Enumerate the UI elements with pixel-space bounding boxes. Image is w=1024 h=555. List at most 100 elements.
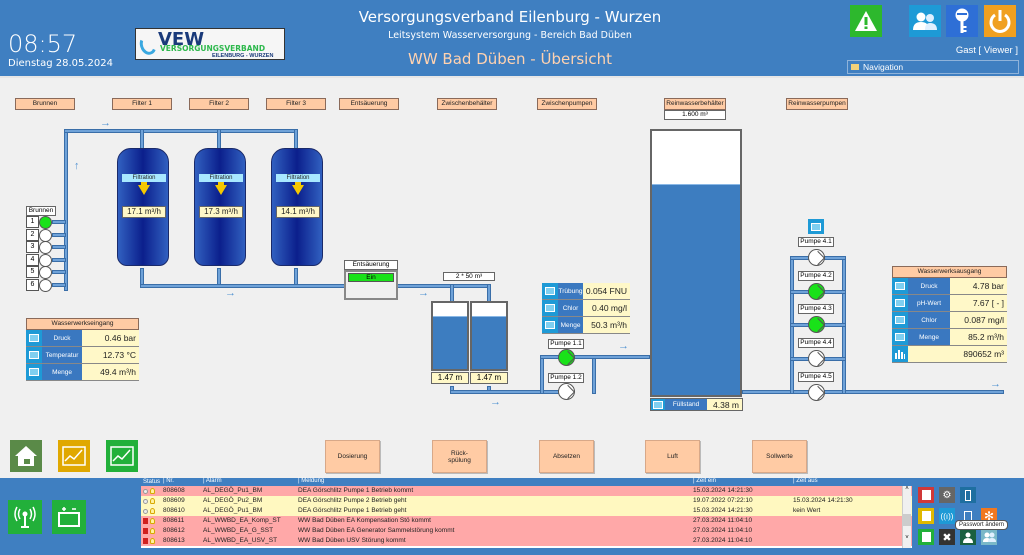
row-label: Druck xyxy=(908,278,950,294)
trend-icon[interactable] xyxy=(26,330,42,346)
trend-icon[interactable] xyxy=(542,300,558,316)
col-meldung[interactable]: | Meldung xyxy=(298,478,325,484)
section-entsaeuerung[interactable]: Entsäuerung xyxy=(339,98,399,110)
well-pump-1[interactable] xyxy=(39,216,52,229)
users-button[interactable] xyxy=(909,5,941,37)
alarm-scrollbar[interactable]: ˄ ˅ xyxy=(902,486,911,548)
pump-1-1[interactable] xyxy=(558,349,575,366)
filter-3-vessel[interactable]: Filtration 14.1 m³/h xyxy=(271,148,323,266)
well-pump-3[interactable] xyxy=(39,241,52,254)
well-pump-2[interactable] xyxy=(39,228,52,242)
well-pump-6[interactable] xyxy=(39,278,52,292)
alarm-green-button[interactable] xyxy=(918,529,934,545)
home-button[interactable] xyxy=(10,440,42,472)
network-status-button[interactable] xyxy=(8,500,42,534)
pipe xyxy=(140,284,490,288)
clean-water-tank[interactable] xyxy=(650,129,742,397)
section-reinwasserpumpen[interactable]: Reinwasserpumpen xyxy=(786,98,848,110)
user-management-button[interactable] xyxy=(981,529,997,545)
trend-icon[interactable] xyxy=(808,219,824,234)
trend-icon[interactable] xyxy=(651,399,665,410)
pump-4-4[interactable] xyxy=(808,350,825,368)
filter-2-vessel[interactable]: Filtration 17.3 m³/h xyxy=(194,148,246,266)
login-button[interactable] xyxy=(946,5,978,37)
section-zwischenpumpen[interactable]: Zwischenpumpen xyxy=(537,98,597,110)
col-nr[interactable]: | Nr. xyxy=(163,478,174,484)
battery-status-button[interactable] xyxy=(52,500,86,534)
alarm-red-button[interactable] xyxy=(918,487,934,503)
pump-1-2[interactable] xyxy=(558,383,575,400)
pump-4-2[interactable] xyxy=(808,282,825,300)
trend-icon[interactable] xyxy=(542,283,558,299)
trend-icon[interactable] xyxy=(892,329,908,345)
water-drop-icon xyxy=(137,32,159,58)
pipe xyxy=(450,390,566,394)
trend-icon[interactable] xyxy=(892,295,908,311)
col-zeit-aus[interactable]: | Zeit aus xyxy=(793,478,818,484)
luft-button[interactable]: Luft xyxy=(645,440,700,473)
intermediate-level-2: 1.47 m xyxy=(470,372,508,384)
section-filter-2[interactable]: Filter 2 xyxy=(189,98,249,110)
trend-green-button[interactable] xyxy=(106,440,138,472)
absetzen-button[interactable]: Absetzen xyxy=(539,440,594,473)
pipe xyxy=(52,232,66,237)
section-zwischenbehaelter[interactable]: Zwischenbehälter xyxy=(437,98,497,110)
alarm-message: DEA Görschlitz Pumpe 1 Betrieb geht xyxy=(298,507,407,514)
settings-button[interactable]: ⚙ xyxy=(939,487,955,503)
alarm-list[interactable]: Status | Nr. | Alarm | Meldung | Zeit ei… xyxy=(141,478,912,548)
dosierung-button[interactable]: Dosierung xyxy=(325,440,380,473)
radio-button[interactable]: ((ı)) xyxy=(939,508,955,524)
intermediate-tank-2[interactable] xyxy=(470,301,508,371)
trend-icon[interactable] xyxy=(542,317,558,333)
trend-icon[interactable] xyxy=(892,278,908,294)
section-filter-3[interactable]: Filter 3 xyxy=(266,98,326,110)
col-zeit-ein[interactable]: | Zeit ein xyxy=(693,478,716,484)
navigation-dropdown[interactable]: Navigation xyxy=(847,60,1019,74)
trend-button[interactable] xyxy=(58,440,90,472)
scroll-down-icon[interactable]: ˅ xyxy=(905,535,909,541)
col-alarm[interactable]: | Alarm xyxy=(203,478,222,484)
logout-button[interactable] xyxy=(984,5,1016,37)
mobile-button[interactable] xyxy=(960,487,976,503)
alarm-button[interactable] xyxy=(850,5,882,37)
pump-4-1[interactable] xyxy=(808,249,825,266)
trend-icon[interactable] xyxy=(892,312,908,328)
alarm-yellow-button[interactable] xyxy=(918,508,934,524)
well-pump-5[interactable] xyxy=(39,266,52,279)
filter-1-vessel[interactable]: Filtration 17.1 m³/h xyxy=(117,148,169,266)
change-password-button[interactable] xyxy=(960,529,976,545)
rueckspuelung-button[interactable]: Rück- spülung xyxy=(432,440,487,473)
alarm-message: WW Bad Düben EA Generator Sammelstörung … xyxy=(298,527,455,534)
deacid-box[interactable]: Ein xyxy=(344,270,398,300)
well-number: 2 xyxy=(26,228,39,241)
trend-green-icon xyxy=(110,446,134,466)
bulb-icon xyxy=(150,498,155,504)
pump-4-5[interactable] xyxy=(808,383,825,401)
sollwerte-button[interactable]: Sollwerte xyxy=(752,440,807,473)
col-status[interactable]: Status xyxy=(143,479,161,485)
pump-4-3[interactable] xyxy=(808,316,825,334)
level-value: 4.38 m xyxy=(707,399,742,410)
trend-icon[interactable] xyxy=(26,347,42,363)
trend-icon[interactable] xyxy=(26,364,42,380)
bar-chart-icon[interactable] xyxy=(892,346,908,362)
tools-button[interactable]: ✖ xyxy=(939,529,955,545)
pipe xyxy=(540,355,650,359)
section-reinwasserbehaelter[interactable]: Reinwasserbehälter xyxy=(664,98,726,110)
pump-label: Pumpe 1.2 xyxy=(548,373,584,383)
well-pump-4[interactable] xyxy=(39,253,52,267)
section-filter-1[interactable]: Filter 1 xyxy=(112,98,172,110)
intermediate-tank-1[interactable] xyxy=(431,301,469,371)
scroll-thumb[interactable] xyxy=(903,514,911,526)
section-brunnen[interactable]: Brunnen xyxy=(15,98,75,110)
scroll-up-icon[interactable]: ˄ xyxy=(905,486,909,492)
